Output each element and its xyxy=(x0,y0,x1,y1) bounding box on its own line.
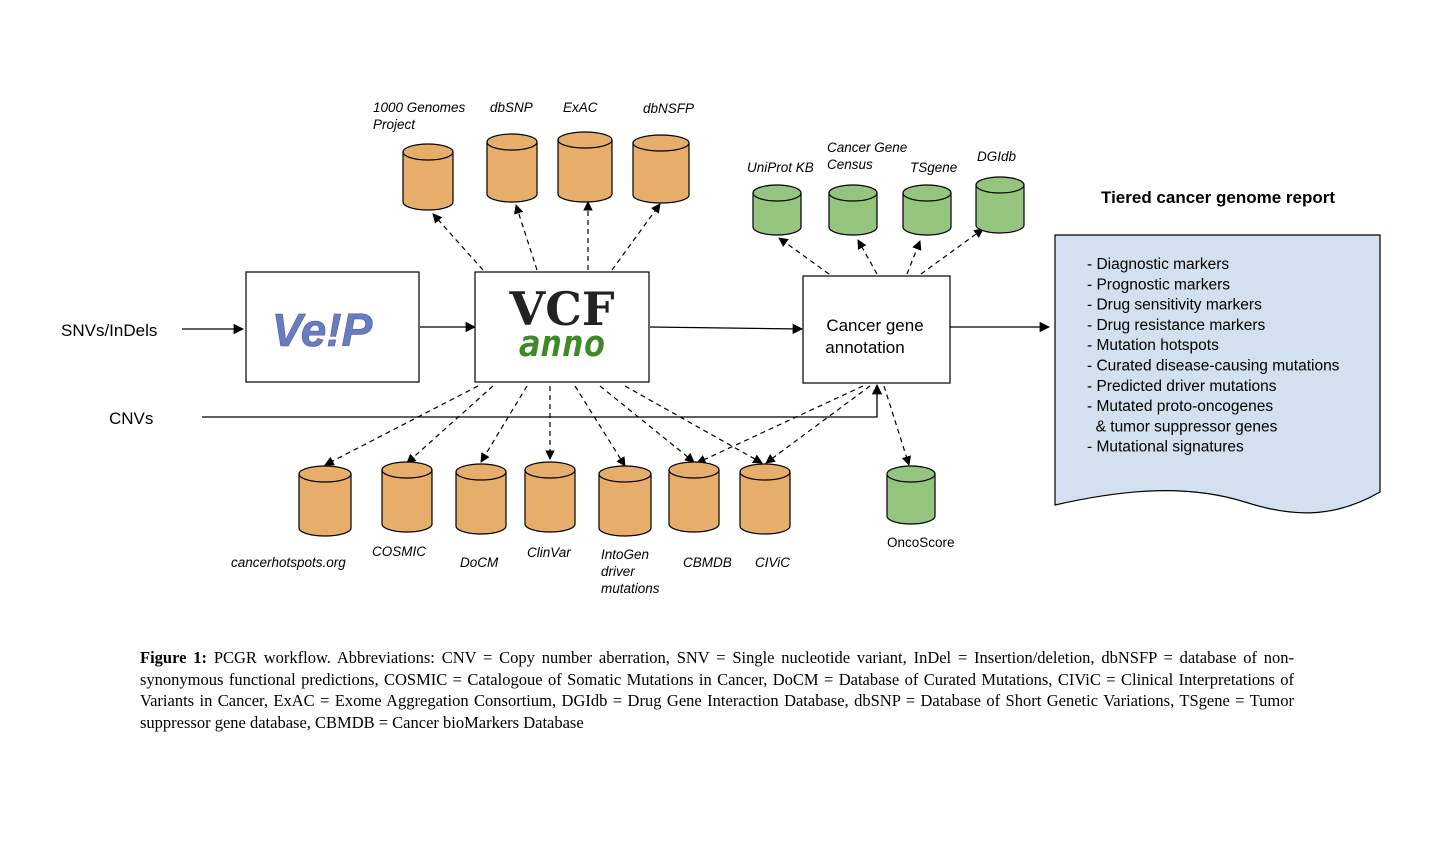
dashed-arrow xyxy=(480,385,528,463)
dashed-arrow xyxy=(920,228,984,275)
report-item: & tumor suppressor genes xyxy=(1087,418,1278,435)
dashed-arrow xyxy=(324,385,479,466)
dashed-arrow xyxy=(765,385,871,464)
dashed-arrow xyxy=(696,385,864,464)
report-document xyxy=(1054,234,1381,514)
dashed-arrow xyxy=(624,385,763,464)
docm-label: DoCM xyxy=(460,555,499,570)
clinvar-cylinder-icon xyxy=(524,461,576,533)
report-item: - Curated disease-causing mutations xyxy=(1087,358,1340,375)
report-item: - Mutational signatures xyxy=(1087,439,1244,456)
vcfanno-box xyxy=(474,271,650,383)
cancer-gene-annotation-label-1: Cancer gene xyxy=(826,316,923,335)
vcfanno-logo-anno: anno xyxy=(519,324,606,365)
vep-box xyxy=(245,271,420,383)
vcfanno-logo-vcf: VCF xyxy=(509,282,615,336)
report-item: - Predicted driver mutations xyxy=(1087,378,1277,395)
tsgene-cylinder-icon xyxy=(902,184,952,236)
dbsnp-cylinder-icon xyxy=(486,133,538,203)
report-item: - Drug resistance markers xyxy=(1087,317,1266,334)
dashed-arrow xyxy=(432,213,484,271)
dgidb-cylinder-icon xyxy=(975,176,1025,234)
report-item: - Mutated proto-oncogenes xyxy=(1087,398,1273,415)
dbsnp-label: dbSNP xyxy=(490,100,533,115)
exac-label: ExAC xyxy=(563,100,598,115)
oncoscore-cylinder-icon xyxy=(886,465,936,525)
input-cnv-label: CNVs xyxy=(109,409,153,428)
dashed-arrow xyxy=(857,239,878,275)
cancer-gene-census-cylinder-icon xyxy=(828,184,878,236)
dashed-arrow xyxy=(611,203,661,271)
intogen-cylinder-icon xyxy=(598,465,652,537)
cosmic-label: COSMIC xyxy=(372,544,426,559)
workflow-diagram: Ve!P VCF anno Cancer gene annotation SNV… xyxy=(61,100,1381,596)
civic-cylinder-icon xyxy=(739,463,791,535)
dashed-arrow xyxy=(599,385,695,463)
report-items: - Diagnostic markers - Prognostic markers… xyxy=(1087,256,1340,456)
cancerhotspots-label: cancerhotspots.org xyxy=(231,555,346,570)
clinvar-label: ClinVar xyxy=(527,545,571,560)
report-title: Tiered cancer genome report xyxy=(1101,188,1335,207)
dashed-arrow xyxy=(883,385,911,466)
main-flow-arrows xyxy=(182,321,1051,418)
exac-cylinder-icon xyxy=(557,131,613,203)
cbmdb-cylinder-icon xyxy=(668,461,720,533)
uniprot-kb-label: UniProt KB xyxy=(747,160,814,175)
report-item: - Mutation hotspots xyxy=(1087,337,1219,354)
cancerhotspots-cylinder-icon xyxy=(298,465,352,537)
figure-caption: Figure 1: PCGR workflow. Abbreviations: … xyxy=(140,647,1294,733)
dgidb-label: DGIdb xyxy=(977,149,1017,164)
caption-label: Figure 1: xyxy=(140,648,207,667)
database-arrows xyxy=(324,201,984,467)
cancer-gene-annotation-label-2: annotation xyxy=(825,338,904,357)
database-cylinders xyxy=(298,131,1025,537)
cbmdb-label: CBMDB xyxy=(683,555,732,570)
arrow-vcfanno-to-annotation xyxy=(649,323,804,335)
dbnsfp-cylinder-icon xyxy=(632,134,690,204)
docm-cylinder-icon xyxy=(455,463,507,535)
cancer-gene-annotation-box xyxy=(802,275,951,384)
dashed-arrow xyxy=(778,237,830,275)
input-snv-label: SNVs/InDels xyxy=(61,321,157,340)
report-item: - Drug sensitivity markers xyxy=(1087,297,1262,314)
vep-logo: Ve!P xyxy=(272,304,373,356)
report-item: - Diagnostic markers xyxy=(1087,256,1229,273)
dbnsfp-label: dbNSFP xyxy=(643,101,694,116)
report-item: - Prognostic markers xyxy=(1087,276,1230,293)
dashed-arrow xyxy=(906,240,922,275)
tsgene-label: TSgene xyxy=(910,160,957,175)
1000-genomes-cylinder-icon xyxy=(402,143,454,211)
dashed-arrow xyxy=(406,385,494,464)
cosmic-cylinder-icon xyxy=(381,461,433,533)
civic-label: CIViC xyxy=(755,555,790,570)
oncoscore-label: OncoScore xyxy=(887,535,955,550)
dashed-arrow xyxy=(574,385,626,467)
cnv-line xyxy=(202,383,883,418)
caption-text: PCGR workflow. Abbreviations: CNV = Copy… xyxy=(140,648,1295,732)
uniprot-kb-cylinder-icon xyxy=(752,184,802,236)
dashed-arrow xyxy=(514,204,538,271)
